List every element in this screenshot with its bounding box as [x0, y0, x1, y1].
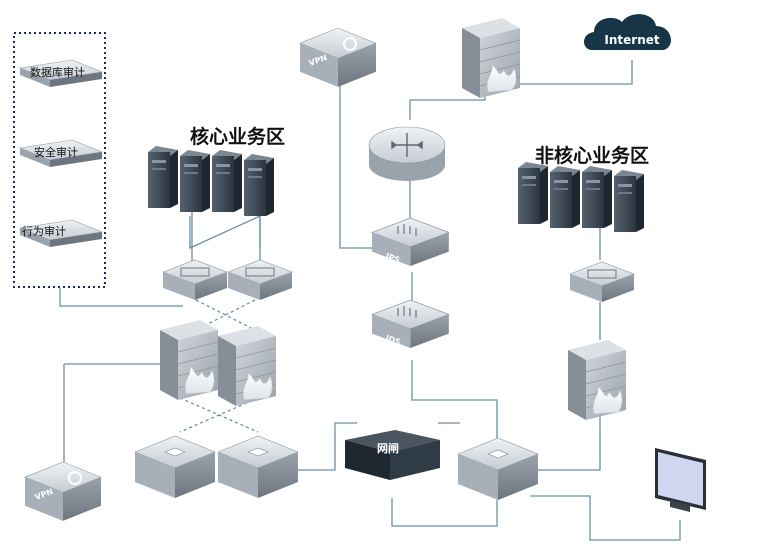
core-switch-right	[227, 259, 293, 301]
behavior-audit-label: 行为审计	[22, 224, 66, 238]
noncore-servers	[518, 162, 644, 232]
core-router-center	[368, 126, 446, 181]
internet-cloud: Internet	[584, 14, 671, 50]
core-router-right	[217, 435, 299, 499]
core-firewall-right	[217, 325, 277, 407]
edge-firewall	[461, 17, 521, 99]
ips-device	[371, 217, 450, 267]
noncore-firewall	[567, 339, 627, 421]
internet-label: Internet	[604, 33, 659, 47]
core-router-left	[134, 435, 216, 499]
audit-group: 数据库审计 安全审计 行为审计	[13, 32, 106, 288]
network-gap-label: 网闸	[377, 441, 399, 455]
vpn-bottom-device	[24, 461, 102, 522]
core-switch-left	[162, 259, 228, 301]
monitor-icon	[655, 448, 706, 512]
ids-device	[371, 299, 450, 349]
security-audit-label: 安全审计	[34, 145, 78, 159]
core-servers	[148, 146, 274, 216]
db-audit-label: 数据库审计	[30, 65, 85, 79]
noncore-zone-title: 非核心业务区	[535, 144, 649, 167]
network-gap-device: 网闸	[345, 430, 440, 480]
right-router	[457, 437, 539, 501]
core-firewall-left	[159, 319, 219, 401]
core-zone-title: 核心业务区	[190, 125, 285, 148]
noncore-switch	[569, 261, 635, 303]
vpn-top-device	[299, 27, 377, 88]
